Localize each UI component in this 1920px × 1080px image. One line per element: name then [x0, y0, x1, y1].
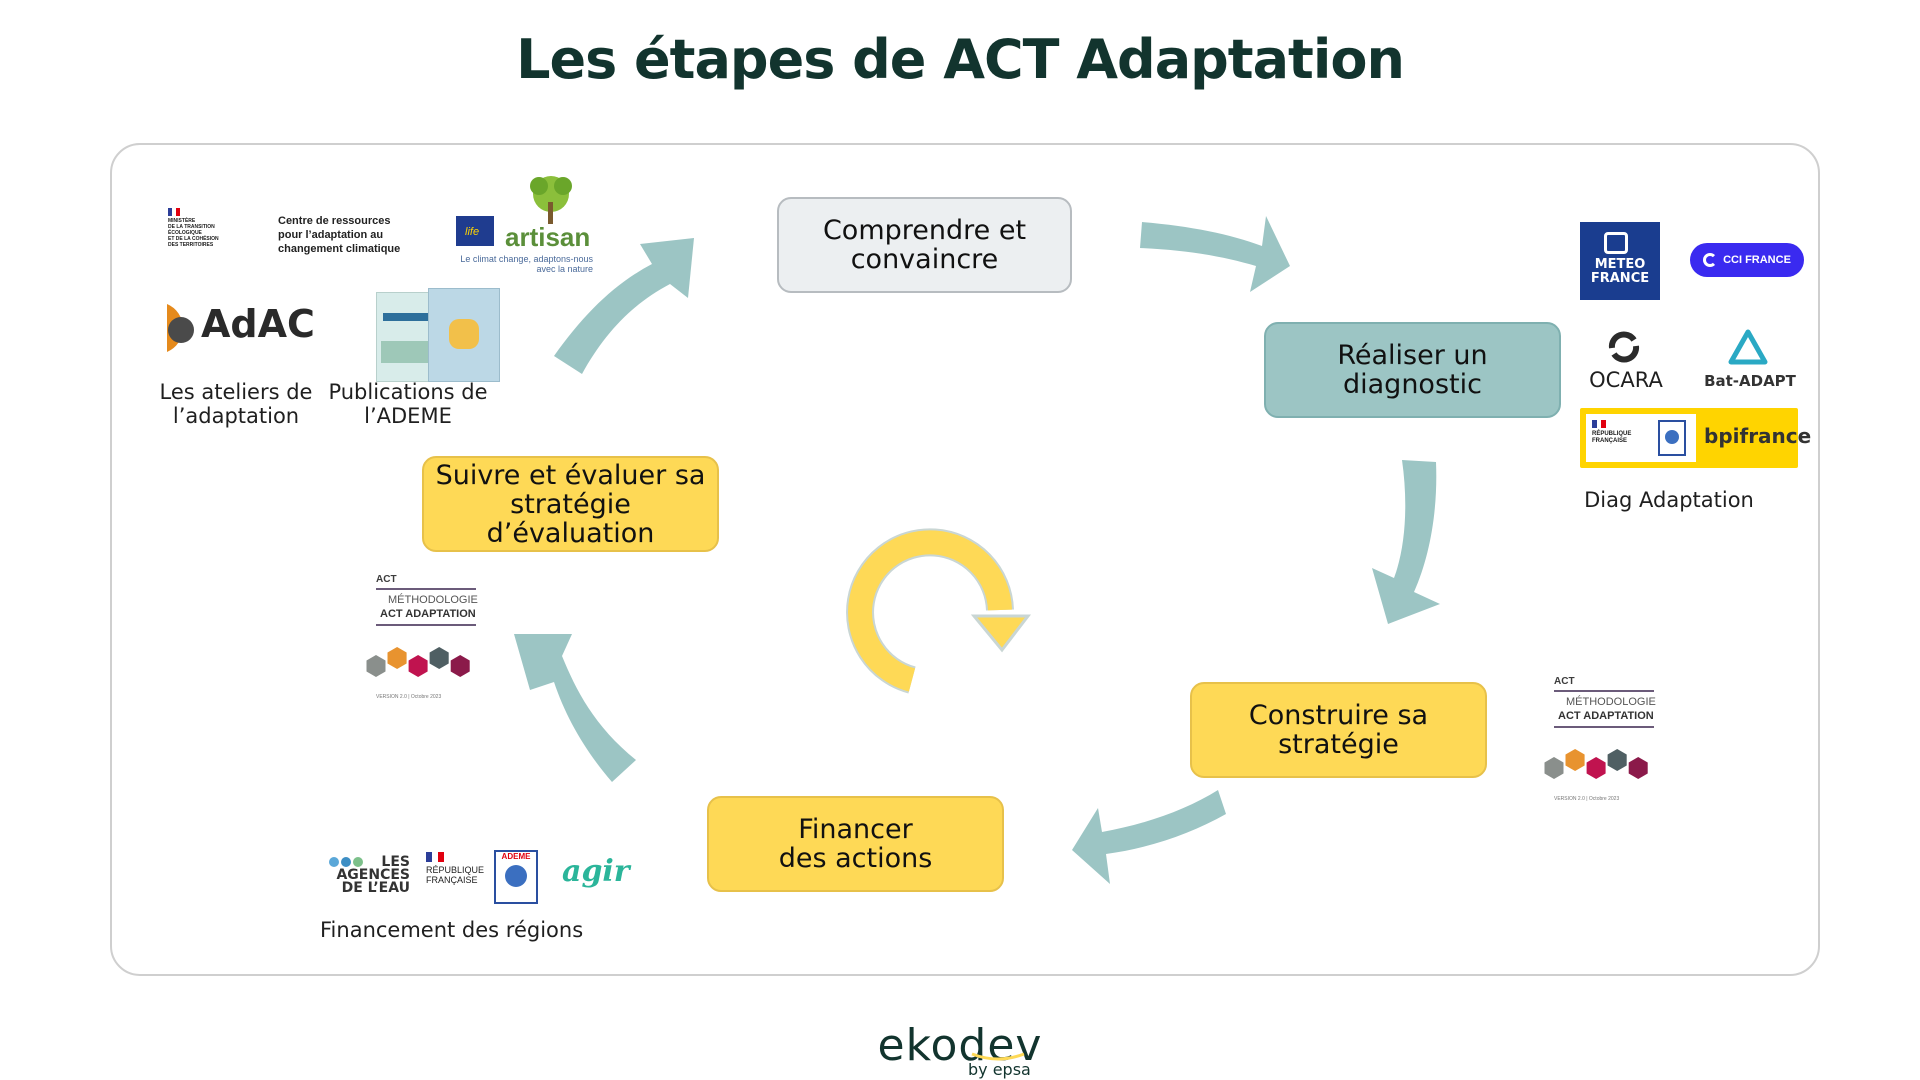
- ministere-text: MINISTÈRE DE LA TRANSITION ÉCOLOGIQUE ET…: [168, 218, 219, 248]
- caption-diag: Diag Adaptation: [1584, 488, 1754, 512]
- step-financer: Financer des actions: [707, 796, 1004, 892]
- doc-title-line2: ACT ADAPTATION: [1558, 710, 1654, 722]
- doc-hexagon: [1628, 757, 1648, 779]
- step-suivre: Suivre et évaluer sa stratégie d’évaluat…: [422, 456, 719, 552]
- republique-text: RÉPUBLIQUE FRANÇAISE: [1592, 431, 1632, 444]
- adac-mark-icon: [167, 304, 194, 352]
- doc-rule: [376, 624, 476, 626]
- footer-sub: by epsa: [968, 1060, 1031, 1079]
- ademe-logo: ADEME: [494, 850, 538, 904]
- arrow-construire-to-financer: [1072, 790, 1226, 884]
- methodology-doc-left: ACT MÉTHODOLOGIE ACT ADAPTATION VERSION …: [362, 574, 492, 704]
- doc-hexagon: [450, 655, 470, 677]
- doc-hexagon: [429, 647, 449, 669]
- french-flag-icon: [426, 852, 444, 862]
- caption-publications: Publications de l’ADEME: [328, 380, 488, 428]
- ademe-mini-icon: [1658, 420, 1686, 456]
- doc-rule: [1554, 690, 1654, 692]
- arrow-diagnostic-to-construire: [1372, 460, 1440, 624]
- agences-eau-text: LES AGENCES DE L’EAU: [336, 854, 410, 896]
- republique-ademe-panel: RÉPUBLIQUE FRANÇAISE: [1586, 414, 1696, 462]
- arrow-financer-to-suivre: [514, 634, 636, 782]
- bat-adapt-label: Bat-ADAPT: [1704, 372, 1796, 390]
- doc-rule: [376, 588, 476, 590]
- doc-hexagon: [1544, 757, 1564, 779]
- svg-text:life: life: [465, 226, 479, 238]
- doc-hexagons: [366, 647, 470, 677]
- artisan-logo: life artisan Le climat change, adaptons-…: [453, 172, 593, 276]
- doc-version: VERSION 2.0 | Octobre 2023: [376, 694, 442, 700]
- ademe-text: ADEME: [501, 852, 531, 861]
- republique-text: RÉPUBLIQUE FRANÇAISE: [426, 865, 485, 885]
- centre-ressources-logo: Centre de ressources pour l’adaptation a…: [278, 215, 401, 255]
- artisan-tagline: Le climat change, adaptons-nous avec la …: [460, 254, 593, 274]
- adac-logo: AdAC: [163, 298, 315, 356]
- doc-act-label: ACT: [376, 574, 397, 585]
- ademe-publications-image: [376, 288, 500, 382]
- step-diagnostic: Réaliser un diagnostic: [1264, 322, 1561, 418]
- globe-icon: [505, 865, 527, 887]
- bpifrance-logo: bpifrance: [1704, 424, 1812, 448]
- ocara-icon: [1608, 331, 1640, 363]
- doc-title-line1: MÉTHODOLOGIE: [1566, 696, 1656, 708]
- doc-hexagon: [387, 647, 407, 669]
- step-construire: Construire sa stratégie: [1190, 682, 1487, 778]
- ocara-label: OCARA: [1589, 368, 1663, 392]
- doc-title-line1: MÉTHODOLOGIE: [388, 594, 478, 606]
- water-drops-icon: [329, 857, 363, 867]
- doc-hexagons: [1544, 749, 1648, 779]
- doc-rule: [1554, 726, 1654, 728]
- agences-eau-logo: LES AGENCES DE L’EAU: [328, 854, 414, 900]
- page-title: Les étapes de ACT Adaptation: [516, 28, 1405, 91]
- publication-cover-2: [428, 288, 500, 382]
- caption-ateliers: Les ateliers de l’adaptation: [159, 380, 313, 428]
- footer-brand: ekodev: [877, 1020, 1043, 1071]
- footer-smile-icon: [971, 1052, 1025, 1061]
- tree-icon: life: [456, 176, 572, 246]
- diagram-frame: [110, 143, 1820, 976]
- doc-act-label: ACT: [1554, 676, 1575, 687]
- bat-adapt-icon: [1728, 329, 1768, 365]
- caption-financement: Financement des régions: [320, 918, 584, 942]
- meteo-france-logo: METEO FRANCE: [1580, 222, 1660, 300]
- arrow-comprendre-to-diagnostic: [1140, 216, 1290, 292]
- meteo-mark-icon: [1604, 232, 1628, 254]
- diag-adaptation-logos: RÉPUBLIQUE FRANÇAISE bpifrance: [1580, 408, 1811, 468]
- doc-title-line2: ACT ADAPTATION: [380, 608, 476, 620]
- cycle-icon: [846, 528, 1032, 694]
- doc-hexagon: [408, 655, 428, 677]
- republique-francaise-logo: RÉPUBLIQUE FRANÇAISE: [426, 852, 486, 902]
- doc-hexagon: [1565, 749, 1585, 771]
- methodology-doc-right: ACT MÉTHODOLOGIE ACT ADAPTATION VERSION …: [1540, 676, 1670, 806]
- french-flag-icon: [168, 208, 180, 216]
- adac-text: AdAC: [201, 302, 315, 346]
- doc-hexagon: [1586, 757, 1606, 779]
- step-comprendre: Comprendre et convaincre: [777, 197, 1072, 293]
- cci-mark-icon: [1703, 253, 1718, 267]
- cci-france-logo: CCI FRANCE: [1690, 243, 1804, 277]
- cci-text: CCI FRANCE: [1723, 254, 1791, 266]
- artisan-name: artisan: [505, 222, 591, 252]
- ministere-logo: MINISTÈRE DE LA TRANSITION ÉCOLOGIQUE ET…: [168, 208, 238, 248]
- french-flag-icon: [1592, 420, 1607, 428]
- doc-version: VERSION 2.0 | Octobre 2023: [1554, 796, 1620, 802]
- agir-text: agir: [562, 854, 630, 889]
- agir-logo: agir: [562, 854, 632, 904]
- arrow-suivre-to-comprendre: [554, 238, 694, 374]
- doc-hexagon: [1607, 749, 1627, 771]
- doc-hexagon: [366, 655, 386, 677]
